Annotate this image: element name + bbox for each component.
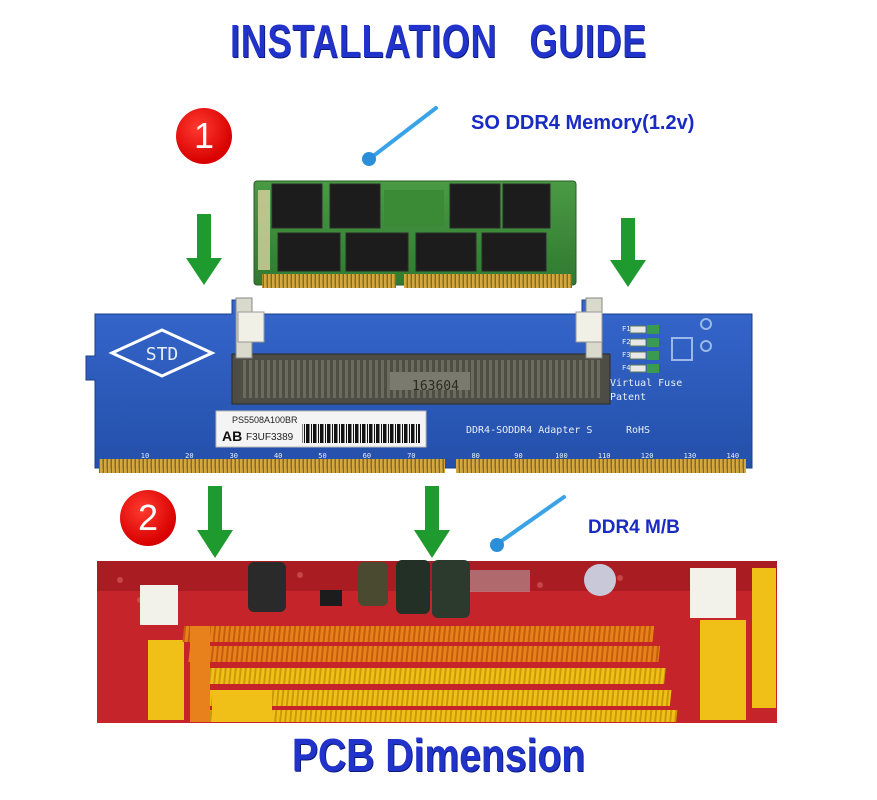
motherboard	[97, 560, 777, 723]
scale-tick-label: 130	[684, 452, 697, 460]
scale-tick-label: 20	[185, 452, 193, 460]
adapter-model-text: DDR4-SODDR4 Adapter S	[466, 425, 592, 436]
fuse-label: F3	[622, 351, 630, 359]
step-1-badge: 1	[176, 108, 232, 164]
scale-tick-label: 90	[514, 452, 522, 460]
memory-pointer	[362, 106, 438, 166]
scale-tick-label: 10	[141, 452, 149, 460]
arrow-down-icon	[186, 214, 222, 285]
scale-tick-label: 80	[471, 452, 479, 460]
chip-text: 163604	[412, 379, 459, 394]
bottom-title: PCB Dimension	[291, 729, 586, 781]
scale-tick-label: 40	[274, 452, 282, 460]
arrow-down-icon	[610, 218, 646, 287]
motherboard-label: DDR4 M/B	[588, 517, 680, 538]
patent-text: Patent	[610, 392, 646, 403]
std-logo	[108, 328, 216, 378]
scale-ticks: 10 20 30 40 50 60 70 80 90 100 110 120 130 140	[141, 452, 739, 460]
barcode-code: F3UF3389	[246, 432, 294, 443]
barcode-prefix: AB	[222, 428, 242, 444]
fuse-label: F1	[622, 325, 630, 333]
adapter-logo-text: STD	[146, 344, 179, 365]
fuse-label: F2	[622, 338, 630, 346]
scale-tick-label: 110	[598, 452, 611, 460]
page-title: INSTALLATION GUIDE	[230, 15, 647, 67]
virtual-fuse-text: Virtual Fuse	[610, 378, 682, 389]
memory-label: SO DDR4 Memory(1.2v)	[471, 112, 695, 134]
fuse-label: F4	[622, 364, 630, 372]
scale-tick-label: 50	[318, 452, 326, 460]
arrow-down-icon	[197, 486, 233, 558]
adapter-pcb	[85, 297, 753, 473]
sodimm-module	[253, 180, 577, 288]
rohs-text: RoHS	[626, 425, 650, 436]
step-2-badge: 2	[120, 490, 176, 546]
scale-tick-label: 100	[555, 452, 568, 460]
scale-tick-label: 120	[641, 452, 654, 460]
arrow-down-icon	[414, 486, 450, 558]
scale-tick-label: 30	[230, 452, 238, 460]
barcode-top-text: PS5508A100BR	[232, 415, 298, 425]
motherboard-pointer	[490, 495, 566, 552]
scale-tick-label: 140	[726, 452, 739, 460]
scale-tick-label: 70	[407, 452, 415, 460]
barcode	[302, 424, 420, 443]
scale-tick-label: 60	[363, 452, 371, 460]
